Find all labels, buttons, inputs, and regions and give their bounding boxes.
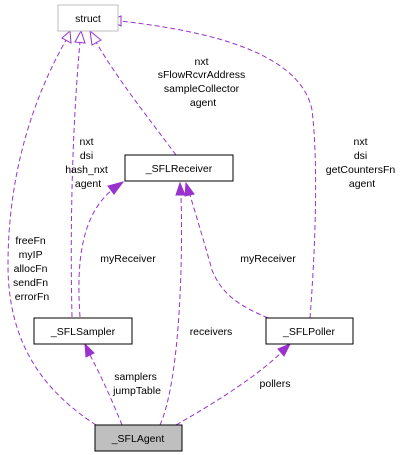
edge-label-sampler-struct-2: hash_nxt — [65, 164, 108, 176]
node-sfl-poller[interactable]: _SFLPoller — [265, 317, 354, 345]
edge-label-agent-struct-2: allocFn — [14, 263, 48, 275]
edge-sampler-to-receiver: myReceiver — [78, 181, 156, 318]
edge-label-receiver-struct-0: nxt — [195, 56, 209, 68]
edge-poller-to-struct: nxt dsi getCountersFn agent — [108, 15, 398, 319]
edge-label-sampler-receiver: myReceiver — [100, 253, 156, 265]
edge-receiver-to-struct: nxt sFlowRcvrAddress sampleCollector age… — [89, 29, 248, 156]
node-sfl-receiver[interactable]: _SFLReceiver — [124, 154, 234, 182]
node-sfl-sampler[interactable]: _SFLSampler — [33, 317, 133, 345]
edge-agent-to-receiver: receivers — [159, 181, 233, 426]
node-struct-label: struct — [75, 13, 101, 25]
edge-label-agent-struct-0: freeFn — [15, 235, 46, 247]
edge-label-poller-struct-1: dsi — [354, 150, 367, 162]
edge-label-poller-receiver: myReceiver — [240, 253, 296, 265]
edge-label-sampler-struct-3: agent — [75, 178, 101, 190]
node-struct[interactable]: struct — [57, 4, 119, 32]
edge-agent-to-sampler: samplers jumpTable — [84, 342, 161, 426]
node-sfl-agent-label: _SFLAgent — [111, 433, 165, 445]
node-sfl-agent[interactable]: _SFLAgent — [94, 424, 183, 452]
edge-label-agent-struct-3: sendFn — [13, 277, 48, 289]
edge-label-agent-struct-1: myIP — [19, 249, 43, 261]
node-sfl-sampler-label: _SFLSampler — [50, 326, 116, 338]
edge-label-agent-sampler-1: jumpTable — [112, 385, 161, 397]
svg-text:nxt dsi hash_nxt: nxt dsi hash_nxt agent — [65, 136, 111, 190]
edge-label-agent-sampler-0: samplers — [114, 371, 157, 383]
svg-text:freeFn myIP allocF: freeFn myIP allocFn sendFn errorFn — [13, 235, 51, 303]
edge-label-agent-poller: pollers — [260, 378, 291, 390]
edge-label-poller-struct-3: agent — [349, 178, 375, 190]
edge-label-receiver-struct-2: sampleCollector — [164, 83, 240, 95]
edge-label-sampler-struct-0: nxt — [80, 136, 94, 148]
svg-text:nxt sFlowRcvrAddress: nxt sFlowRcvrAddress sampleCollector age… — [158, 56, 248, 109]
edge-agent-to-poller: pollers — [175, 343, 292, 426]
node-sfl-poller-label: _SFLPoller — [282, 326, 335, 338]
edge-poller-to-receiver: myReceiver — [184, 181, 296, 319]
edge-label-agent-struct-4: errorFn — [15, 291, 50, 303]
svg-text:nxt dsi getCounter: nxt dsi getCountersFn agent — [326, 136, 398, 190]
edge-label-poller-struct-2: getCountersFn — [326, 164, 396, 176]
edge-label-sampler-struct-1: dsi — [80, 150, 93, 162]
node-sfl-receiver-label: _SFLReceiver — [145, 163, 213, 175]
edge-label-poller-struct-0: nxt — [354, 136, 368, 148]
svg-text:samplers jumpTable: samplers jumpTable — [112, 371, 161, 397]
edge-label-receiver-struct-3: agent — [190, 97, 216, 109]
edge-label-agent-receiver: receivers — [190, 326, 233, 338]
edge-sampler-to-struct: nxt dsi hash_nxt agent — [65, 29, 111, 318]
edge-label-receiver-struct-1: sFlowRcvrAddress — [158, 69, 246, 81]
edge-agent-to-struct: freeFn myIP allocFn sendFn errorFn — [7, 29, 97, 426]
